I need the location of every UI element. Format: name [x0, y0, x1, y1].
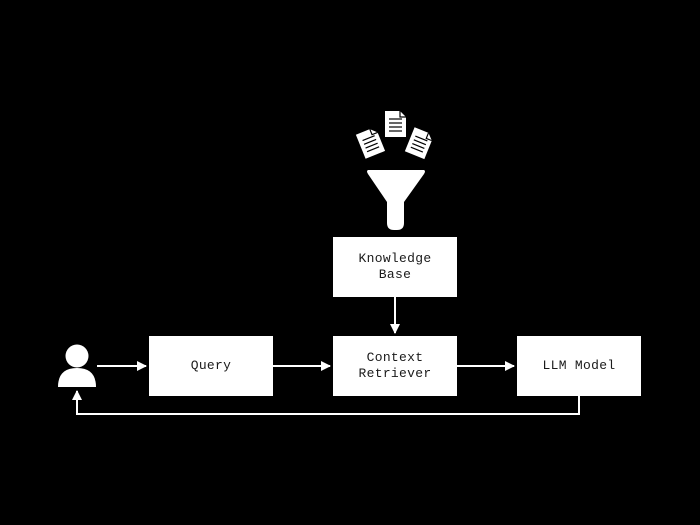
document-icon — [385, 111, 406, 137]
edge-llm-to-user — [72, 390, 580, 415]
document-icon — [404, 127, 433, 160]
context-retriever-node: Context Retriever — [333, 336, 457, 396]
knowledge-base-node: Knowledge Base — [333, 237, 457, 297]
funnel-icon — [367, 170, 425, 230]
context-retriever-label: Context Retriever — [358, 350, 432, 381]
user-icon — [58, 344, 96, 387]
llm-model-label: LLM Model — [542, 358, 616, 373]
query-label: Query — [190, 358, 232, 373]
document-icon — [355, 128, 386, 159]
knowledge-base-label: Knowledge Base — [358, 251, 432, 282]
query-node: Query — [149, 336, 273, 396]
llm-model-node: LLM Model — [517, 336, 641, 396]
